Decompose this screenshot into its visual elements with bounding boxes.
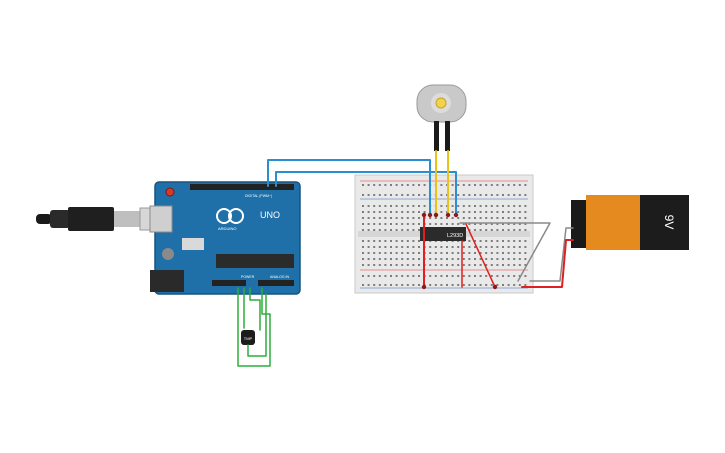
arduino-logo-icon: [216, 208, 232, 224]
wire-green-3: [249, 287, 261, 331]
wires: [237, 150, 574, 367]
battery-label: 9V: [662, 215, 676, 230]
digital-header: [190, 184, 294, 190]
wire-green-1: [237, 287, 271, 367]
wire-endpoints: [421, 212, 498, 290]
power-jack: [150, 270, 184, 292]
wire-green-4: [247, 293, 267, 357]
board-maker-label: ARDUINO: [218, 226, 236, 231]
wire-gray-1: [459, 222, 551, 282]
dc-motor[interactable]: [416, 84, 467, 151]
power-header: [212, 280, 246, 286]
wire-gray-2: [529, 227, 574, 282]
wire-blue-1: [267, 159, 431, 216]
motor-driver-chip[interactable]: L293D: [420, 227, 466, 241]
wire-red-3: [465, 223, 496, 288]
crystal: [182, 238, 204, 250]
temperature-sensor-label: TMP: [244, 336, 253, 341]
arduino-uno-board[interactable]: UNO ARDUINO DIGITAL (PWM~) POWER ANALOG …: [149, 181, 301, 295]
board-brand-label: UNO: [260, 210, 280, 220]
wire-red-4: [521, 239, 574, 288]
temperature-sensor[interactable]: TMP: [241, 330, 255, 345]
motor-lead-1: [434, 121, 439, 151]
motor-driver-label: L293D: [447, 233, 463, 239]
battery-terminal: [571, 200, 587, 248]
analog-header: [258, 280, 294, 286]
motor-shaft: [435, 97, 447, 109]
reset-button[interactable]: [165, 187, 175, 197]
usb-port: [149, 205, 173, 233]
analog-header-label: ANALOG IN: [270, 275, 290, 279]
motor-lead-2: [445, 121, 450, 151]
usb-cable: [36, 207, 171, 231]
battery-9v[interactable]: 9V: [571, 195, 689, 250]
wire-blue-2: [275, 171, 457, 216]
digital-header-label: DIGITAL (PWM~): [245, 194, 272, 198]
power-header-label: POWER: [241, 275, 255, 279]
capacitor: [162, 248, 174, 260]
atmega-chip: [216, 254, 294, 268]
